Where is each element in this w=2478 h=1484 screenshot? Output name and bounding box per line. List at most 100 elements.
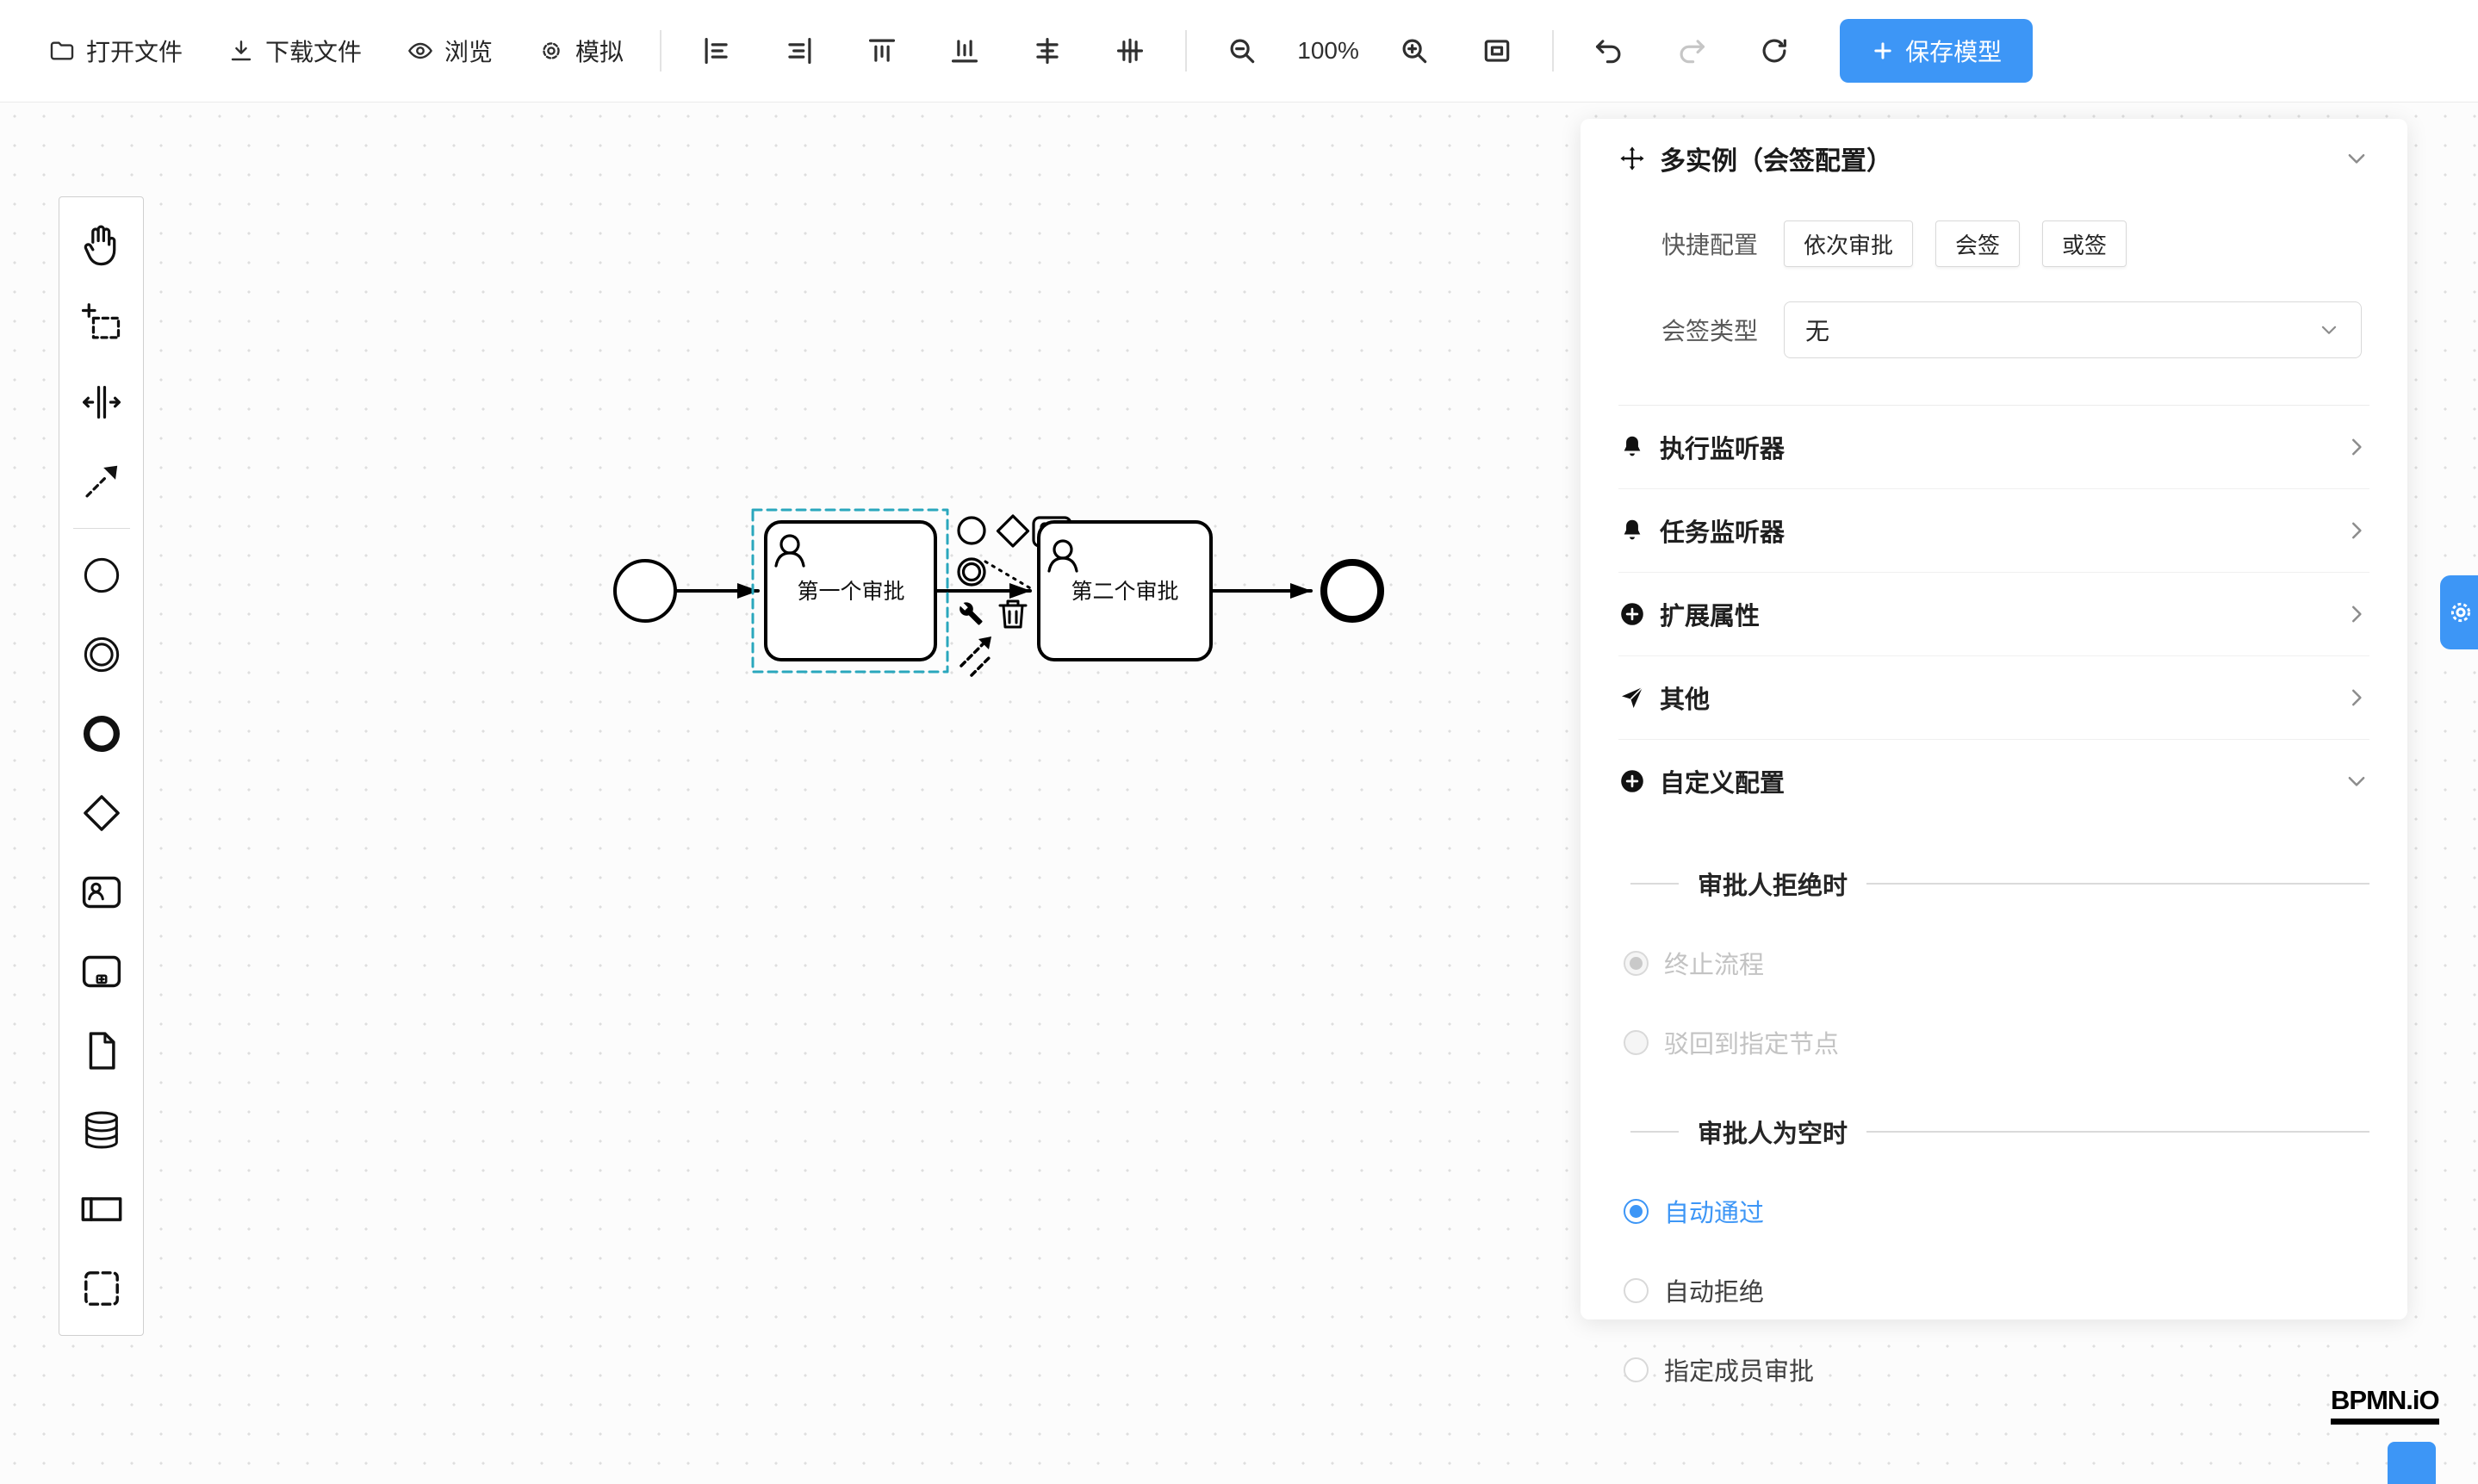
zoom-out-icon [1230,39,1255,64]
create-gateway[interactable] [60,773,143,853]
bell-icon [1624,436,1641,456]
plus-circle-icon [1621,603,1643,625]
section-custom-config[interactable]: 自定义配置 [1618,740,2369,823]
create-participant[interactable] [60,1170,143,1249]
or-sign-button[interactable]: 或签 [2042,220,2127,267]
toolbar-separator [1185,30,1188,71]
settings-tab[interactable] [2440,575,2478,649]
align-top-button[interactable] [841,0,923,102]
append-end-event-icon[interactable] [957,516,986,545]
global-connect-tool[interactable] [60,442,143,521]
countersign-button[interactable]: 会签 [1935,220,2021,267]
toolbar: 打开文件 下载文件 浏览 模拟 [0,0,2478,102]
datastore-icon [84,1111,118,1149]
download-icon [231,40,252,61]
sign-type-select[interactable]: 无 [1784,301,2362,358]
create-data-store[interactable] [60,1090,143,1170]
user-task-first-approval[interactable]: 第一个审批 [764,520,937,661]
radio-icon[interactable] [1624,1029,1649,1055]
divider [1866,883,2369,885]
user-icon [774,534,805,568]
align-center-horizontal-button[interactable] [1006,0,1089,102]
create-subprocess[interactable] [60,932,143,1011]
chevron-down-icon[interactable] [2344,146,2369,171]
section-extended-properties[interactable]: 扩展属性 [1618,573,2369,656]
align-bottom-button[interactable] [923,0,1006,102]
zoom-out-button[interactable] [1201,0,1283,102]
corner-button[interactable] [2388,1442,2436,1484]
subprocess-icon [82,955,121,988]
create-user-task[interactable] [60,853,143,932]
hand-tool[interactable] [60,204,143,283]
option-label: 驳回到指定节点 [1664,1031,1840,1059]
simulate-label: 模拟 [575,39,624,65]
zoom-level: 100% [1297,37,1359,64]
option-auto-reject[interactable]: 自动拒绝 [1624,1272,2369,1308]
create-group[interactable] [60,1249,143,1328]
connect-tool-icon[interactable] [960,636,991,677]
quick-config-buttons: 依次审批 会签 或签 [1784,220,2127,267]
option-label: 自动拒绝 [1664,1279,1765,1307]
save-model-button[interactable]: 保存模型 [1840,19,2034,83]
quick-config-label: 快捷配置 [1661,232,1759,258]
option-terminate-process[interactable]: 终止流程 [1624,945,2369,981]
option-assign-member-approval[interactable]: 指定成员审批 [1624,1351,2369,1388]
option-label: 指定成员审批 [1664,1358,1815,1386]
radio-icon[interactable] [1624,950,1649,976]
sequential-approval-button[interactable]: 依次审批 [1784,220,1914,267]
properties-panel: 多实例（会签配置） 快捷配置 依次审批 会签 或签 会签类型 无 执行监听器 [1581,119,2407,1386]
folder-icon [50,41,74,60]
bell-icon [1624,519,1641,540]
task-label: 第一个审批 [797,580,904,604]
gateway-icon [83,795,120,831]
end-event[interactable] [1320,559,1384,623]
task-label: 第二个审批 [1071,580,1178,604]
align-center-vertical-button[interactable] [1089,0,1171,102]
sign-type-value: 无 [1805,318,1830,345]
bpmn-io-logo[interactable]: BPMN.iO [2331,1385,2440,1425]
redo-button[interactable] [1650,0,1733,102]
create-start-event[interactable] [60,536,143,615]
align-left-button[interactable] [675,0,758,102]
space-tool[interactable] [60,363,143,442]
option-auto-pass[interactable]: 自动通过 [1624,1193,2369,1229]
open-file-button[interactable]: 打开文件 [26,0,205,102]
user-task-second-approval[interactable]: 第二个审批 [1037,520,1213,661]
lasso-tool[interactable] [60,283,143,363]
align-right-button[interactable] [758,0,841,102]
panel-header[interactable]: 多实例（会签配置） [1618,119,2369,198]
download-file-button[interactable]: 下载文件 [205,0,384,102]
section-title: 审批人拒绝时 [1698,872,1848,900]
section-execution-listener[interactable]: 执行监听器 [1618,406,2369,489]
undo-button[interactable] [1568,0,1650,102]
end-event-icon [83,715,120,753]
wrench-icon[interactable] [960,602,983,625]
connect-tool-icon [84,465,117,498]
reset-zoom-button[interactable] [1733,0,1816,102]
simulate-button[interactable]: 模拟 [515,0,646,102]
radio-icon[interactable] [1624,1198,1649,1224]
start-event[interactable] [613,559,677,623]
intermediate-event-icon [84,636,119,673]
preview-button[interactable]: 浏览 [384,0,515,102]
section-label: 其他 [1660,686,1711,714]
zoom-in-button[interactable] [1373,0,1456,102]
radio-icon[interactable] [1624,1357,1649,1382]
toolbar-separator [1552,30,1555,71]
append-gateway-icon[interactable] [996,514,1030,548]
radio-icon[interactable] [1624,1277,1649,1303]
create-end-event[interactable] [60,694,143,773]
create-data-object[interactable] [60,1011,143,1090]
fit-viewport-button[interactable] [1456,0,1538,102]
divider [1630,883,1679,885]
section-other[interactable]: 其他 [1618,656,2369,740]
append-intermediate-event-icon[interactable] [957,557,986,587]
option-reject-to-node[interactable]: 驳回到指定节点 [1624,1024,2369,1060]
gear-icon [543,42,560,59]
create-intermediate-event[interactable] [60,615,143,694]
chevron-right-icon [2352,605,2362,623]
trash-icon[interactable] [998,599,1028,629]
section-task-listener[interactable]: 任务监听器 [1618,489,2369,573]
chevron-right-icon [2352,689,2362,706]
